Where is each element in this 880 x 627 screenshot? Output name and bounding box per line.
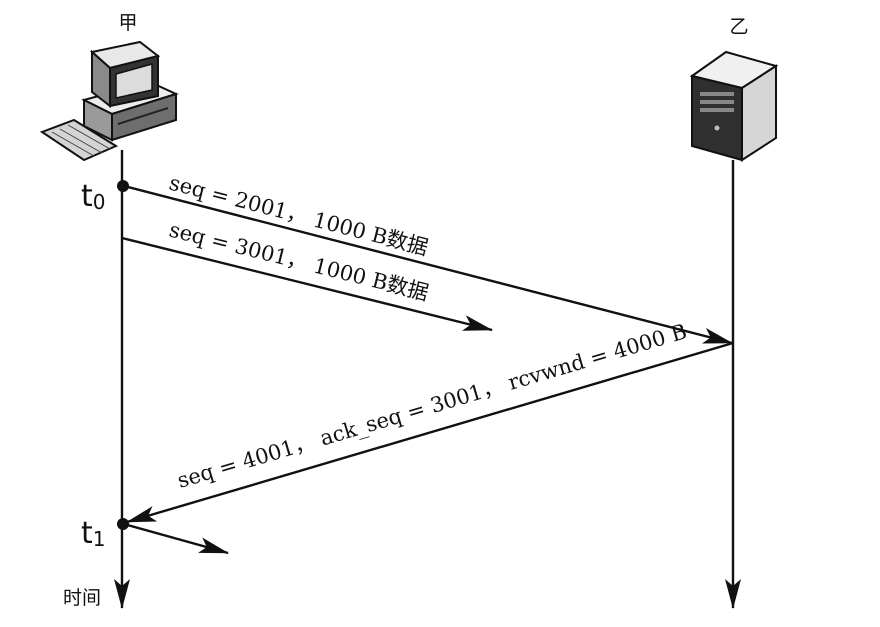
receiver-label: 乙 <box>729 16 748 38</box>
message-arrow-2 <box>121 236 493 332</box>
time-axis-label: 时间 <box>63 587 101 609</box>
t1-label: t1 <box>81 516 106 551</box>
t0-label: t0 <box>81 179 106 214</box>
message-arrow-4 <box>123 522 229 555</box>
t0-dot <box>117 180 129 192</box>
t1-dot <box>117 518 129 530</box>
message-arrow-1 <box>123 184 733 345</box>
sender-label: 甲 <box>118 12 137 34</box>
message-arrow-3 <box>126 341 734 524</box>
message-label-3: seq = 4001， ack_seq = 3001， rcvwnd = 400… <box>175 319 690 493</box>
server-tower-icon <box>689 50 779 162</box>
desktop-computer-icon <box>39 40 179 162</box>
